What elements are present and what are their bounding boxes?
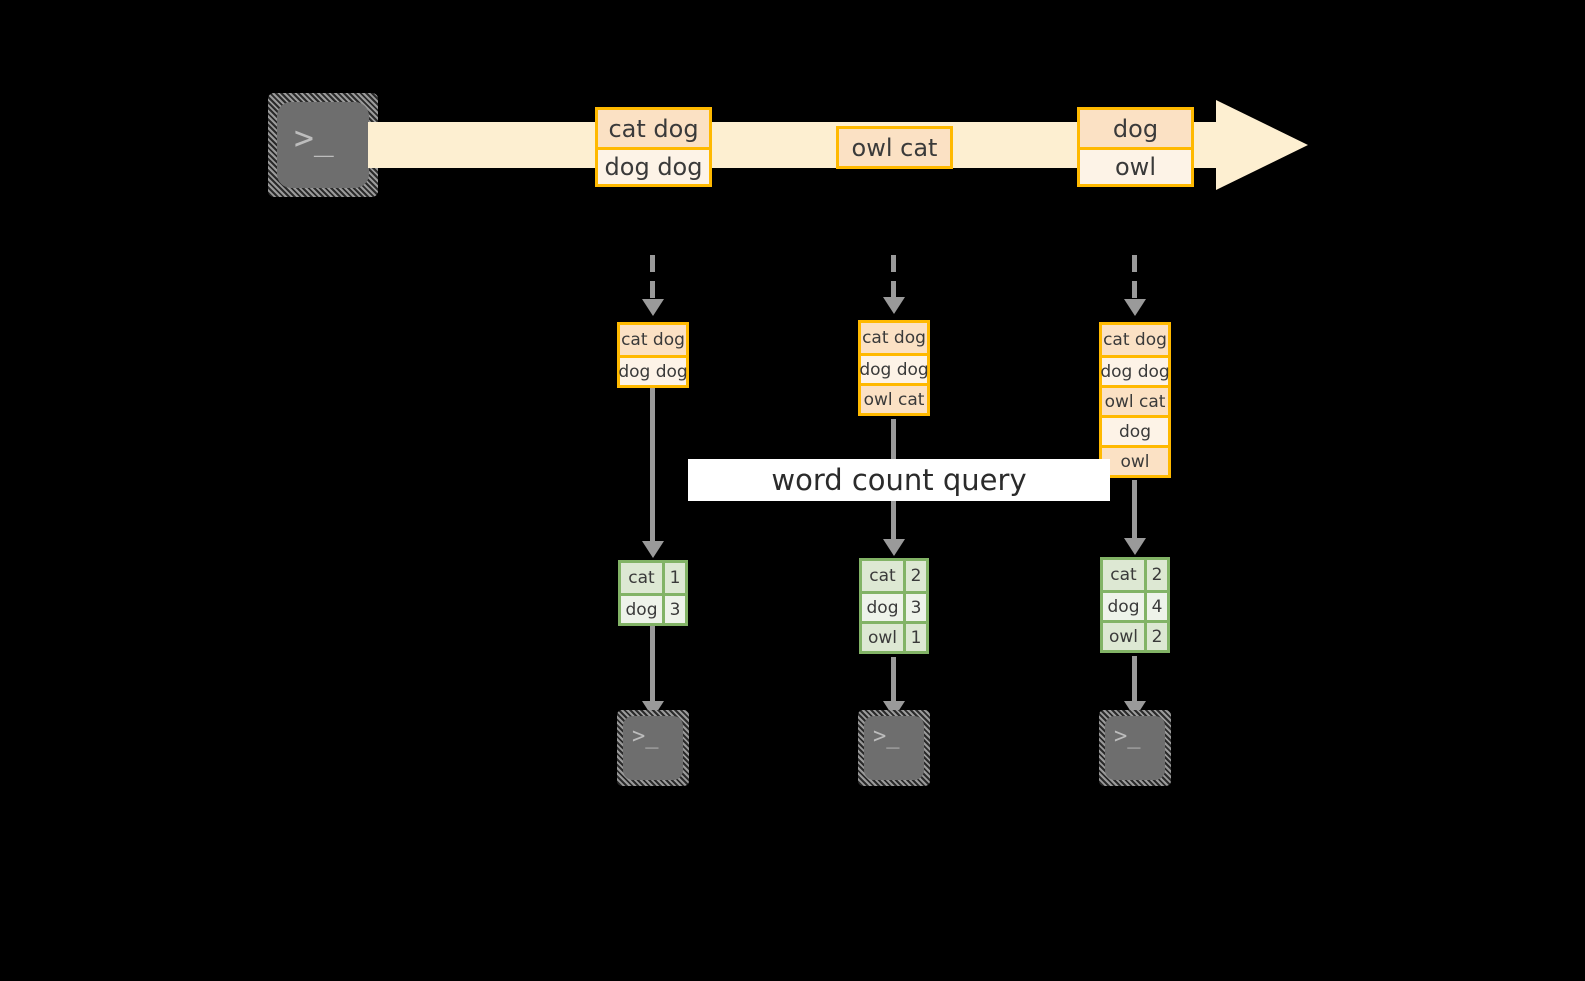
- snapshot-2-sink-line: [891, 657, 896, 710]
- result-word: cat: [621, 563, 662, 593]
- query-label-text: word count query: [771, 463, 1027, 497]
- stream-record-line: owl cat: [839, 129, 950, 166]
- result-count: 1: [662, 563, 685, 593]
- result-count: 2: [1144, 560, 1167, 590]
- snapshot-3-sink-line: [1132, 656, 1137, 710]
- table-row: owl 1: [862, 621, 926, 651]
- result-count: 3: [662, 596, 685, 623]
- result-count: 3: [903, 594, 926, 621]
- snapshot-1-sink-line: [650, 626, 655, 710]
- input-line: dog dog: [859, 353, 929, 383]
- snapshot-2-sink-terminal-icon: >_: [858, 710, 930, 786]
- result-word: dog: [621, 596, 662, 623]
- terminal-prompt-icon: >_: [1114, 724, 1141, 749]
- input-line: dog dog: [618, 355, 688, 385]
- snapshot-3-query-line: [1132, 480, 1137, 541]
- terminal-prompt-icon: >_: [632, 724, 659, 749]
- result-count: 2: [1144, 623, 1167, 650]
- snapshot-2-query-arrowhead-icon: [883, 539, 905, 556]
- terminal-screen: [1105, 716, 1165, 780]
- snapshot-1-tap-line: [650, 255, 655, 303]
- table-row: dog 4: [1103, 590, 1167, 620]
- snapshot-3-input-table: cat dog dog dog owl cat dog owl: [1099, 322, 1171, 478]
- table-row: owl 2: [1103, 620, 1167, 650]
- snapshot-2-input-table: cat dog dog dog owl cat: [858, 320, 930, 416]
- stream-record-line: dog: [1080, 110, 1191, 147]
- table-row: cat 2: [1103, 560, 1167, 590]
- source-terminal-icon: >_: [268, 93, 378, 197]
- terminal-screen: [623, 716, 683, 780]
- snapshot-3-tap-line: [1132, 255, 1137, 303]
- result-word: owl: [1103, 623, 1144, 650]
- result-word: dog: [1103, 593, 1144, 620]
- result-word: dog: [862, 594, 903, 621]
- result-word: cat: [862, 561, 903, 591]
- snapshot-2-tap-arrowhead-icon: [883, 297, 905, 314]
- stream-arrow-shaft: [368, 122, 1218, 168]
- query-label-band: word count query: [688, 459, 1110, 501]
- input-line: cat dog: [620, 325, 686, 355]
- table-row: dog 3: [621, 593, 685, 623]
- snapshot-3-result-table: cat 2 dog 4 owl 2: [1100, 557, 1170, 653]
- result-count: 4: [1144, 593, 1167, 620]
- stream-arrow: [368, 100, 1308, 190]
- stream-record-group-3: dog owl: [1077, 107, 1194, 187]
- snapshot-1-tap-arrowhead-icon: [642, 299, 664, 316]
- snapshot-3-tap-arrowhead-icon: [1124, 299, 1146, 316]
- table-row: dog 3: [862, 591, 926, 621]
- stream-record-line: dog dog: [598, 147, 709, 184]
- input-line: dog dog: [1100, 355, 1170, 385]
- table-row: cat 1: [621, 563, 685, 593]
- stream-record-line: owl: [1080, 147, 1191, 184]
- stream-arrow-head-icon: [1216, 100, 1308, 190]
- input-line: owl cat: [1102, 385, 1168, 415]
- terminal-screen: [277, 102, 369, 188]
- snapshot-1-query-line: [650, 388, 655, 543]
- stream-record-line: cat dog: [598, 110, 709, 147]
- input-line: cat dog: [861, 323, 927, 353]
- snapshot-3-sink-terminal-icon: >_: [1099, 710, 1171, 786]
- snapshot-1-result-table: cat 1 dog 3: [618, 560, 688, 626]
- snapshot-2-tap-line: [891, 255, 896, 303]
- snapshot-3-query-arrowhead-icon: [1124, 538, 1146, 555]
- input-line: owl: [1102, 445, 1168, 475]
- stream-record-group-1: cat dog dog dog: [595, 107, 712, 187]
- snapshot-1-query-arrowhead-icon: [642, 541, 664, 558]
- terminal-screen: [864, 716, 924, 780]
- stream-record-group-2: owl cat: [836, 126, 953, 169]
- snapshot-1-input-table: cat dog dog dog: [617, 322, 689, 388]
- result-count: 1: [903, 624, 926, 651]
- result-count: 2: [903, 561, 926, 591]
- snapshot-1-sink-terminal-icon: >_: [617, 710, 689, 786]
- input-line: owl cat: [861, 383, 927, 413]
- terminal-prompt-icon: >_: [873, 724, 900, 749]
- input-line: cat dog: [1102, 325, 1168, 355]
- terminal-prompt-icon: >_: [294, 118, 334, 157]
- snapshot-2-result-table: cat 2 dog 3 owl 1: [859, 558, 929, 654]
- result-word: cat: [1103, 560, 1144, 590]
- input-line: dog: [1102, 415, 1168, 445]
- table-row: cat 2: [862, 561, 926, 591]
- result-word: owl: [862, 624, 903, 651]
